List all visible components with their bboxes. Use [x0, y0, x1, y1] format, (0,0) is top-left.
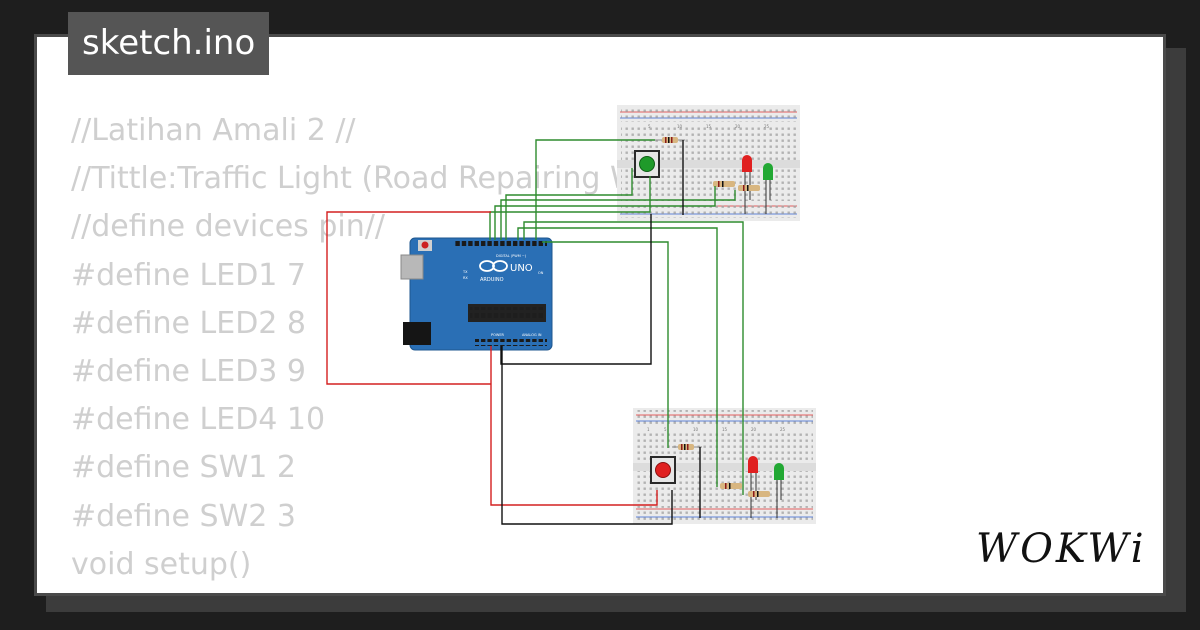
rx-label: RX — [463, 276, 468, 280]
wire-black[interactable] — [501, 346, 673, 525]
digital-header-label: DIGITAL (PWM ~) — [496, 254, 527, 258]
breadboard-number: 25 — [780, 427, 786, 432]
wire-green[interactable] — [523, 221, 744, 495]
project-card: //Latihan Amali 2 ////Tittle:Traffic Lig… — [34, 34, 1166, 596]
arduino-infinity-logo — [479, 260, 508, 272]
led-green[interactable] — [763, 163, 773, 214]
code-line: #define LED3 9 — [71, 353, 307, 389]
breadboard-number: 25 — [764, 124, 770, 129]
code-line: //define devices pin// — [71, 209, 385, 245]
resistor — [720, 483, 742, 489]
wire-green[interactable] — [494, 186, 716, 240]
wire-green[interactable] — [542, 241, 669, 448]
pushbutton-red[interactable] — [650, 456, 676, 484]
code-line: #define LED2 8 — [71, 305, 307, 341]
file-tab[interactable]: sketch.ino — [68, 12, 270, 75]
wire-green[interactable] — [489, 176, 651, 240]
resistor — [748, 491, 770, 497]
wire-red[interactable] — [326, 211, 491, 385]
analog-header-label: ANALOG IN — [522, 333, 542, 337]
led-green[interactable] — [774, 463, 784, 518]
wokwi-logo: WOKWi — [976, 526, 1147, 572]
breadboard-number: 10 — [677, 124, 683, 129]
breadboard-number: 20 — [735, 124, 741, 129]
code-line: #define LED1 7 — [71, 257, 307, 293]
tx-label: TX — [462, 270, 468, 274]
breadboard-number: 15 — [722, 427, 728, 432]
code-line: //Latihan Amali 2 // — [71, 113, 356, 148]
code-line: #define SW2 3 — [71, 498, 296, 534]
code-line: void setup() — [71, 546, 252, 582]
board-brand-label: ARDUINO — [480, 277, 504, 283]
code-line: #define LED4 10 — [71, 402, 326, 438]
wire-green[interactable] — [500, 190, 736, 240]
breadboard-number: 10 — [693, 427, 699, 432]
resistor — [738, 185, 760, 191]
power-header-label: POWER — [491, 333, 505, 337]
wire-black[interactable] — [500, 214, 652, 365]
code-line: #define SW1 2 — [71, 450, 296, 486]
resistor — [672, 444, 702, 450]
on-label: ON — [538, 271, 544, 275]
pushbutton-green[interactable] — [634, 150, 660, 178]
board-model-label: UNO — [510, 263, 533, 274]
resistor — [655, 137, 685, 143]
breadboard-number: 15 — [706, 124, 712, 129]
resistor — [713, 181, 735, 187]
code-preview: //Latihan Amali 2 ////Tittle:Traffic Lig… — [71, 107, 698, 593]
breadboard-number: 5 — [664, 427, 667, 432]
wire-red[interactable] — [490, 346, 658, 506]
breadboard-number: 1 — [647, 427, 650, 432]
wire-green[interactable] — [505, 168, 633, 240]
breadboard-number: 5 — [648, 124, 651, 129]
arduino-uno-board[interactable]: UNO ARDUINO DIGITAL (PWM ~) POWER ANALOG… — [400, 237, 553, 351]
wire-green[interactable] — [517, 227, 718, 487]
breadboard-number: 20 — [751, 427, 757, 432]
